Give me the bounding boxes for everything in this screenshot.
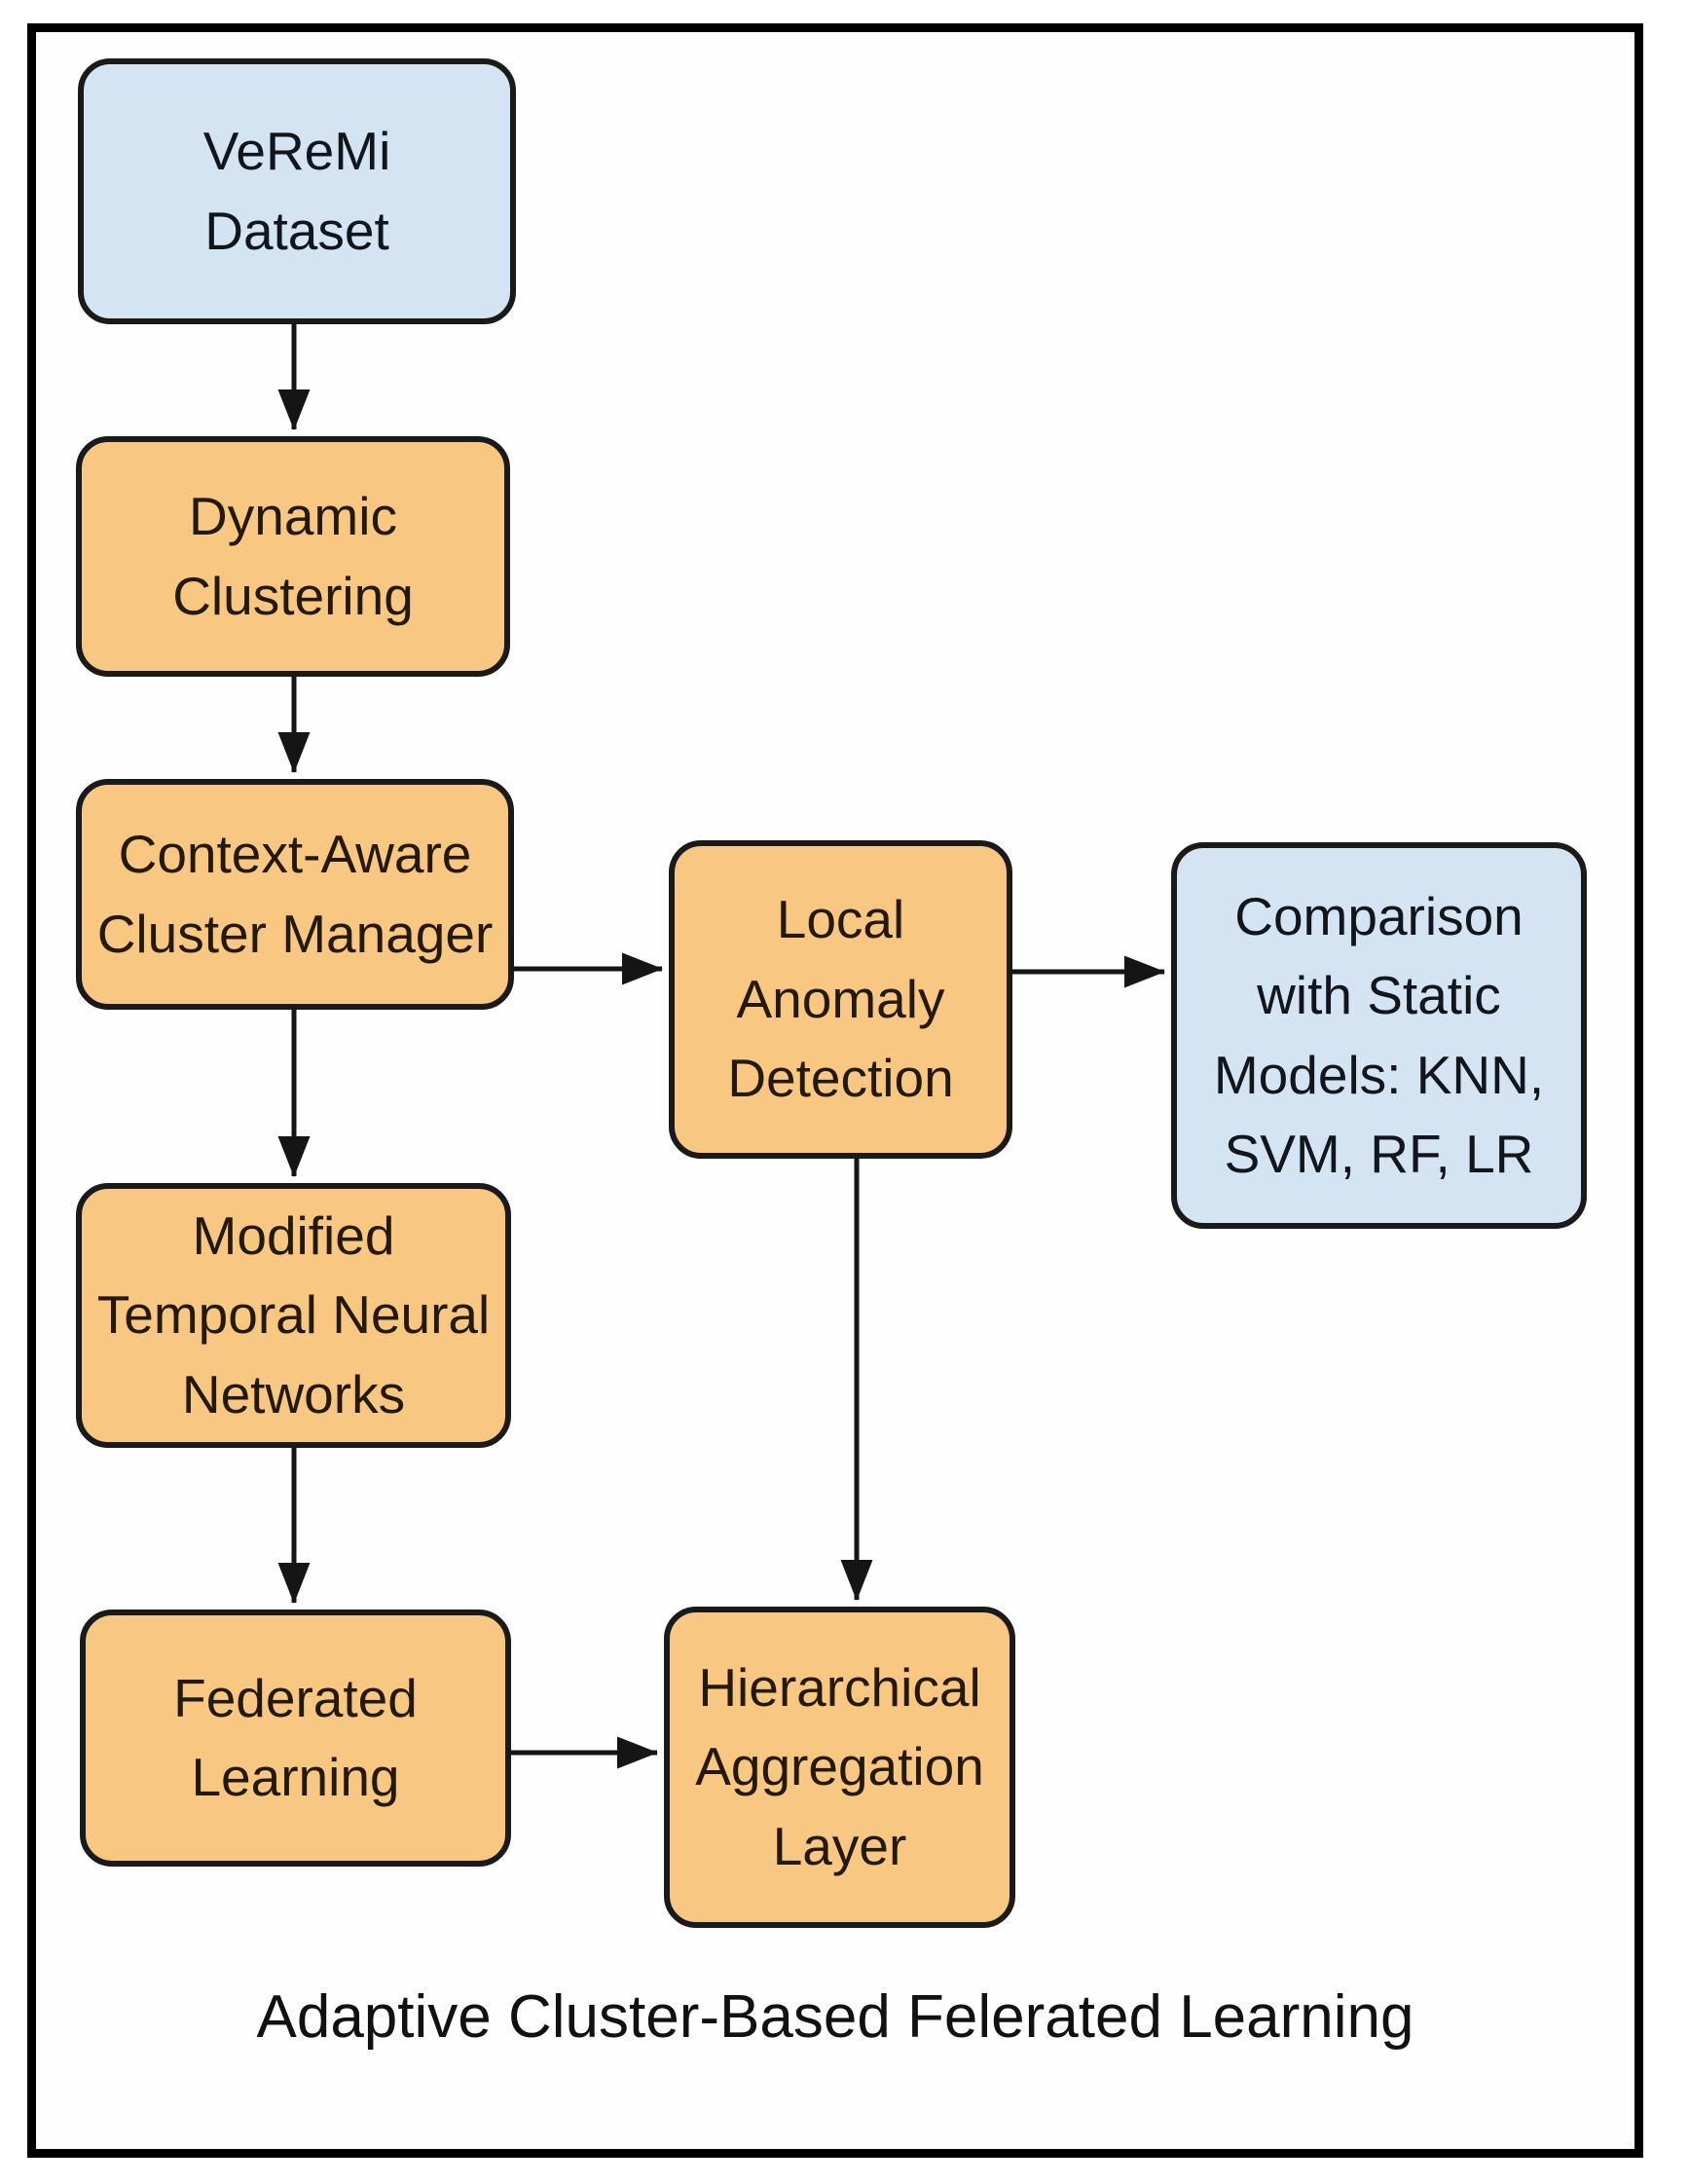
node-dynamic-clustering-label: Dynamic Clustering [172, 486, 414, 626]
node-local-anomaly-detection-label: Local Anomaly Detection [727, 889, 954, 1109]
node-comparison-static-models: Comparison with Static Models: KNN, SVM,… [1171, 842, 1587, 1229]
node-comparison-static-models-label: Comparison with Static Models: KNN, SVM,… [1213, 885, 1545, 1184]
node-context-aware-cluster-manager-label: Context-Aware Cluster Manager [96, 824, 494, 964]
node-context-aware-cluster-manager: Context-Aware Cluster Manager [76, 779, 514, 1010]
node-veremi-dataset-label: VeReMi Dataset [202, 121, 391, 261]
node-federated-learning-label: Federated Learning [173, 1667, 418, 1807]
node-federated-learning: Federated Learning [80, 1610, 511, 1867]
node-hierarchical-aggregation-layer: Hierarchical Aggregation Layer [664, 1607, 1015, 1928]
node-dynamic-clustering: Dynamic Clustering [76, 436, 510, 677]
node-modified-temporal-neural-networks: Modified Temporal Neural Networks [76, 1183, 511, 1448]
figure-caption: Adaptive Cluster-Based Felerated Learnin… [256, 1983, 1414, 2051]
node-veremi-dataset: VeReMi Dataset [78, 58, 516, 324]
node-modified-temporal-neural-networks-label: Modified Temporal Neural Networks [96, 1204, 491, 1425]
node-local-anomaly-detection: Local Anomaly Detection [669, 840, 1012, 1159]
node-hierarchical-aggregation-layer-label: Hierarchical Aggregation Layer [695, 1656, 984, 1876]
